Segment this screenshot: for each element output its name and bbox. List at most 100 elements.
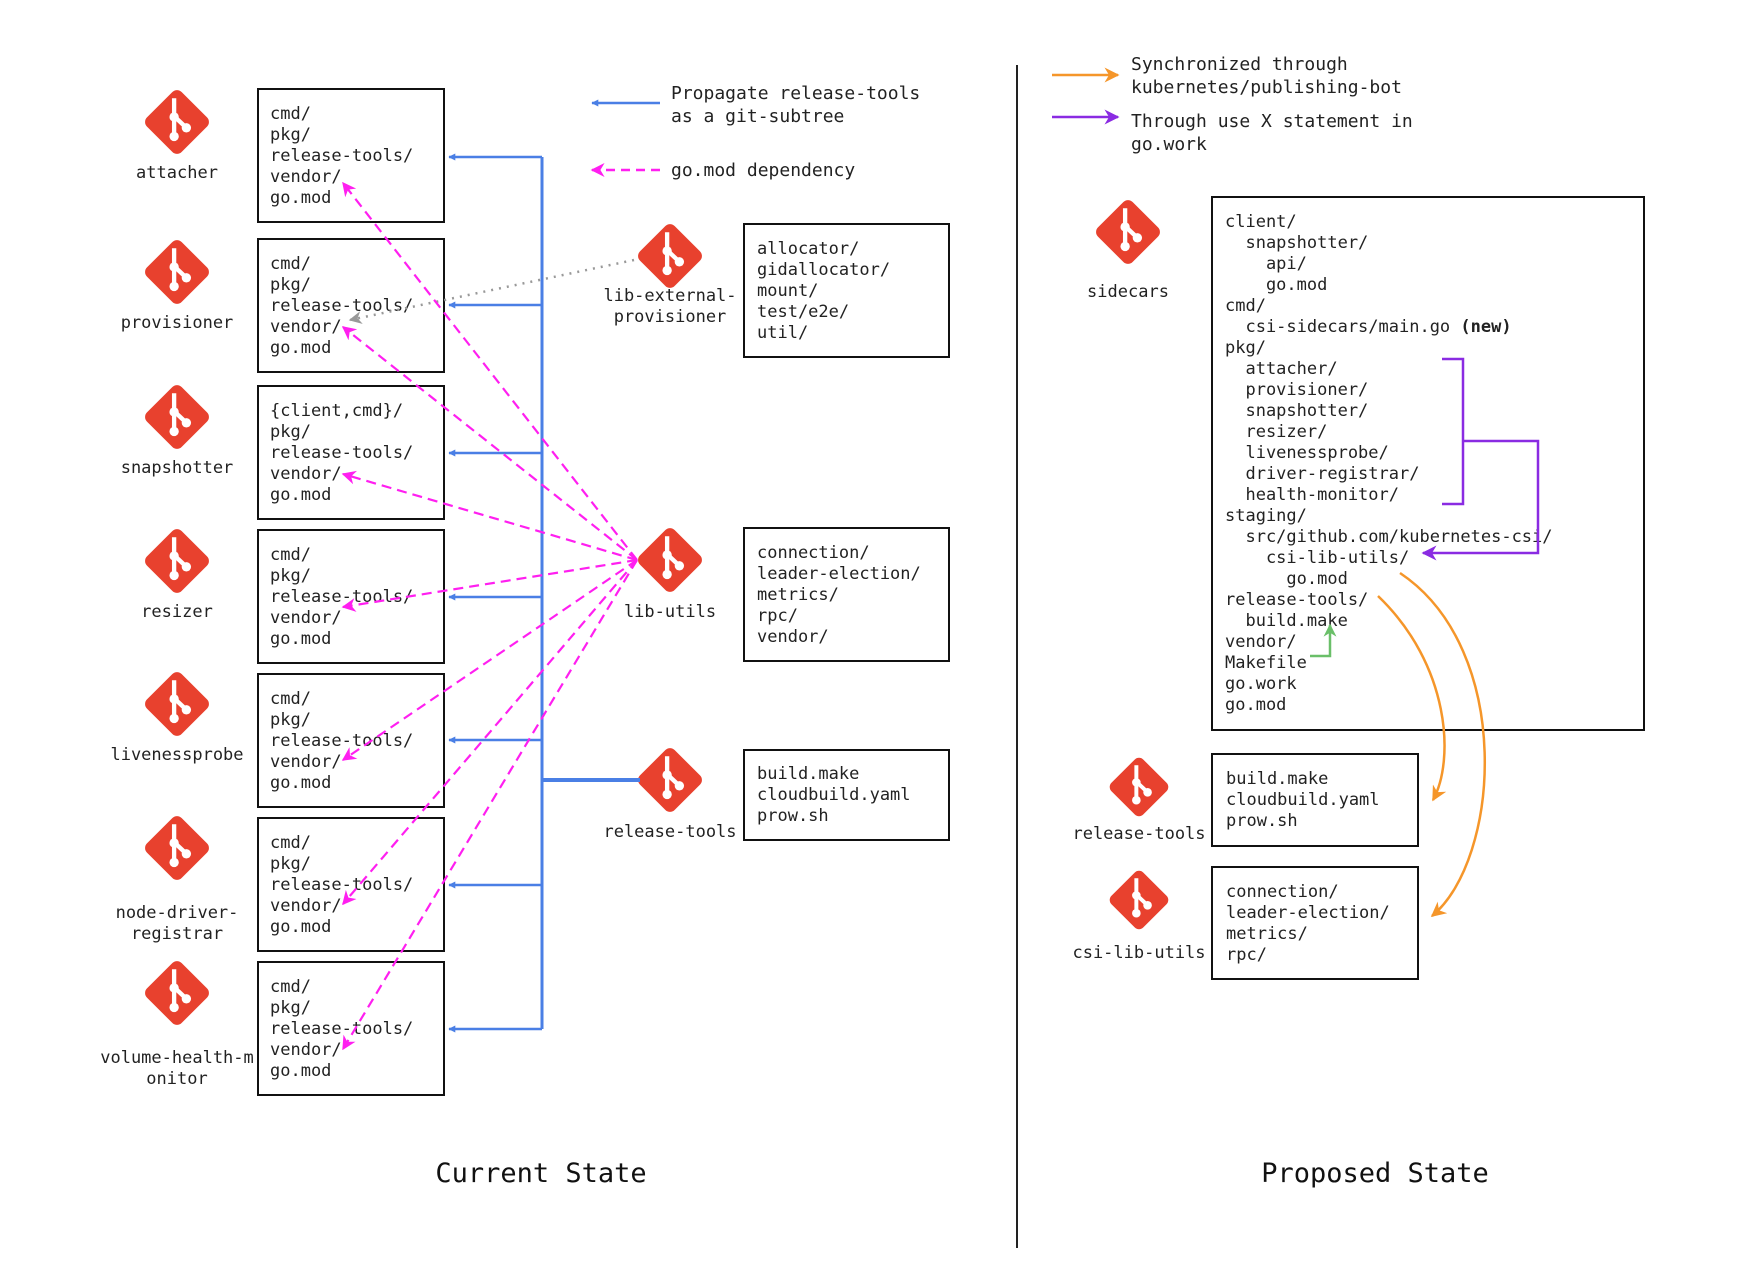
file-entry: go.mod: [270, 188, 331, 208]
gomod-dependency-arrow: [341, 559, 638, 761]
file-entry: resizer/: [1225, 422, 1327, 442]
file-entry: pkg/: [270, 125, 311, 145]
file-entry: release-tools/: [270, 443, 413, 463]
file-entry: pkg/: [270, 422, 311, 442]
file-entry: csi-sidecars/main.go (new): [1225, 317, 1512, 337]
csi-lib-utils-repo-box: [1211, 866, 1419, 980]
file-entry: release-tools/: [1225, 590, 1368, 610]
file-entry: cmd/: [270, 254, 311, 274]
file-entry: vendor/: [270, 608, 342, 628]
new-tag: (new): [1450, 317, 1511, 337]
file-entry: go.mod: [270, 1061, 331, 1081]
release-tools-subtree-arrows: [448, 153, 640, 1033]
sidecars-repo-box: [1211, 196, 1645, 731]
file-entry: release-tools/: [270, 1019, 413, 1039]
file-entry: snapshotter/: [1225, 233, 1368, 253]
file-entry: metrics/: [1226, 924, 1308, 944]
file-entry: cmd/: [270, 833, 311, 853]
file-entry: go.mod: [270, 629, 331, 649]
lib-repo-name: release-tools: [603, 822, 736, 842]
makefile-include-arrow: [1310, 623, 1337, 658]
git-logo-icon: [1093, 197, 1162, 266]
file-entry: pkg/: [270, 998, 311, 1018]
gomod-dependency-arrow: [341, 470, 638, 562]
file-entry: release-tools/: [270, 731, 413, 751]
publishing-bot-arrow: [1399, 571, 1487, 917]
git-logo-icon: [142, 526, 211, 595]
file-entry: go.mod: [1225, 275, 1327, 295]
proposed-state-title: Proposed State: [1261, 1158, 1489, 1189]
legend-magenta-label: go.mod dependency: [671, 160, 855, 181]
sidecar-repo-name: provisioner: [121, 313, 234, 333]
sidecar-repo-box: [257, 88, 445, 223]
file-entry: vendor/: [1225, 632, 1297, 652]
file-entry: util/: [757, 323, 808, 343]
current-state-title: Current State: [435, 1158, 646, 1189]
legend-left: Propagate release-tools as a git-subtree…: [590, 83, 931, 181]
file-entry: connection/: [757, 543, 870, 563]
file-entry: vendor/: [270, 752, 342, 772]
file-entry: go.mod: [1225, 569, 1348, 589]
file-entry: cloudbuild.yaml: [1226, 790, 1380, 810]
file-entry: csi-lib-utils/: [1225, 548, 1409, 568]
file-entry: Makefile: [1225, 653, 1307, 673]
lib-repo-name: provisioner: [614, 307, 727, 327]
file-entry: rpc/: [757, 606, 798, 626]
sidecar-repo-box: [257, 385, 445, 520]
sidecar-repo-name: snapshotter: [121, 458, 234, 478]
git-logo-icon: [142, 237, 211, 306]
file-entry: api/: [1225, 254, 1307, 274]
file-entry: leader-election/: [1226, 903, 1390, 923]
git-logo-icon: [142, 87, 211, 156]
file-entry: go.mod: [270, 773, 331, 793]
legend-blue-label: Propagate release-tools as a git-subtree: [671, 83, 931, 127]
file-entry: src/github.com/kubernetes-csi/: [1225, 527, 1553, 547]
file-entry: release-tools/: [270, 296, 413, 316]
file-entry: livenessprobe/: [1225, 443, 1389, 463]
file-entry: client/: [1225, 212, 1297, 232]
file-entry: allocator/: [757, 239, 859, 259]
lib-repo-box: [743, 527, 950, 662]
git-logo-icon: [1106, 867, 1172, 933]
file-entry: cmd/: [270, 104, 311, 124]
file-entry: pkg/: [1225, 338, 1266, 358]
file-entry: vendor/: [757, 627, 829, 647]
publishing-bot-arrow: [1377, 595, 1447, 802]
sidecar-repo-name: livenessprobe: [110, 745, 243, 765]
sidecar-repo-name: volume-health-m: [100, 1048, 254, 1068]
git-logo-icon: [142, 382, 211, 451]
file-entry: staging/: [1225, 506, 1307, 526]
csi-lib-utils-repo-name: csi-lib-utils: [1072, 943, 1205, 963]
legend-purple-label: Through use X statement in go.work: [1131, 111, 1424, 155]
sidecar-repo-name: resizer: [141, 602, 213, 622]
file-entry: vendor/: [270, 317, 342, 337]
git-logo-icon: [635, 525, 704, 594]
gomod-dependency-arrow: [341, 326, 638, 561]
lib-repo-name: lib-utils: [624, 602, 716, 622]
file-entry: build.make: [1226, 769, 1328, 789]
gomod-dependency-arrow: [342, 559, 638, 906]
file-entry: gidallocator/: [757, 260, 890, 280]
file-entry: prow.sh: [1226, 811, 1298, 831]
gomod-dependency-arrow: [342, 559, 638, 1051]
lib-external-provisioner-dependency: [348, 258, 635, 324]
sidecar-repo-box: [257, 238, 445, 373]
file-entry: build.make: [1225, 611, 1348, 631]
file-entry: {client,cmd}/: [270, 401, 403, 421]
go-work-use-arrow: [1421, 439, 1540, 561]
sidecar-repo-box: [257, 961, 445, 1096]
file-entry: pkg/: [270, 566, 311, 586]
file-entry: go.work: [1225, 674, 1297, 694]
file-entry: vendor/: [270, 1040, 342, 1060]
file-entry: vendor/: [270, 464, 342, 484]
git-logo-icon: [142, 813, 211, 882]
file-entry: metrics/: [757, 585, 839, 605]
lib-repo-box: [743, 223, 950, 358]
file-entry: cmd/: [1225, 296, 1266, 316]
sidecar-repo-box: [257, 529, 445, 664]
git-logo-icon: [142, 958, 211, 1027]
file-entry: go.mod: [270, 917, 331, 937]
file-entry: go.mod: [270, 338, 331, 358]
git-logo-icon: [1106, 754, 1172, 820]
